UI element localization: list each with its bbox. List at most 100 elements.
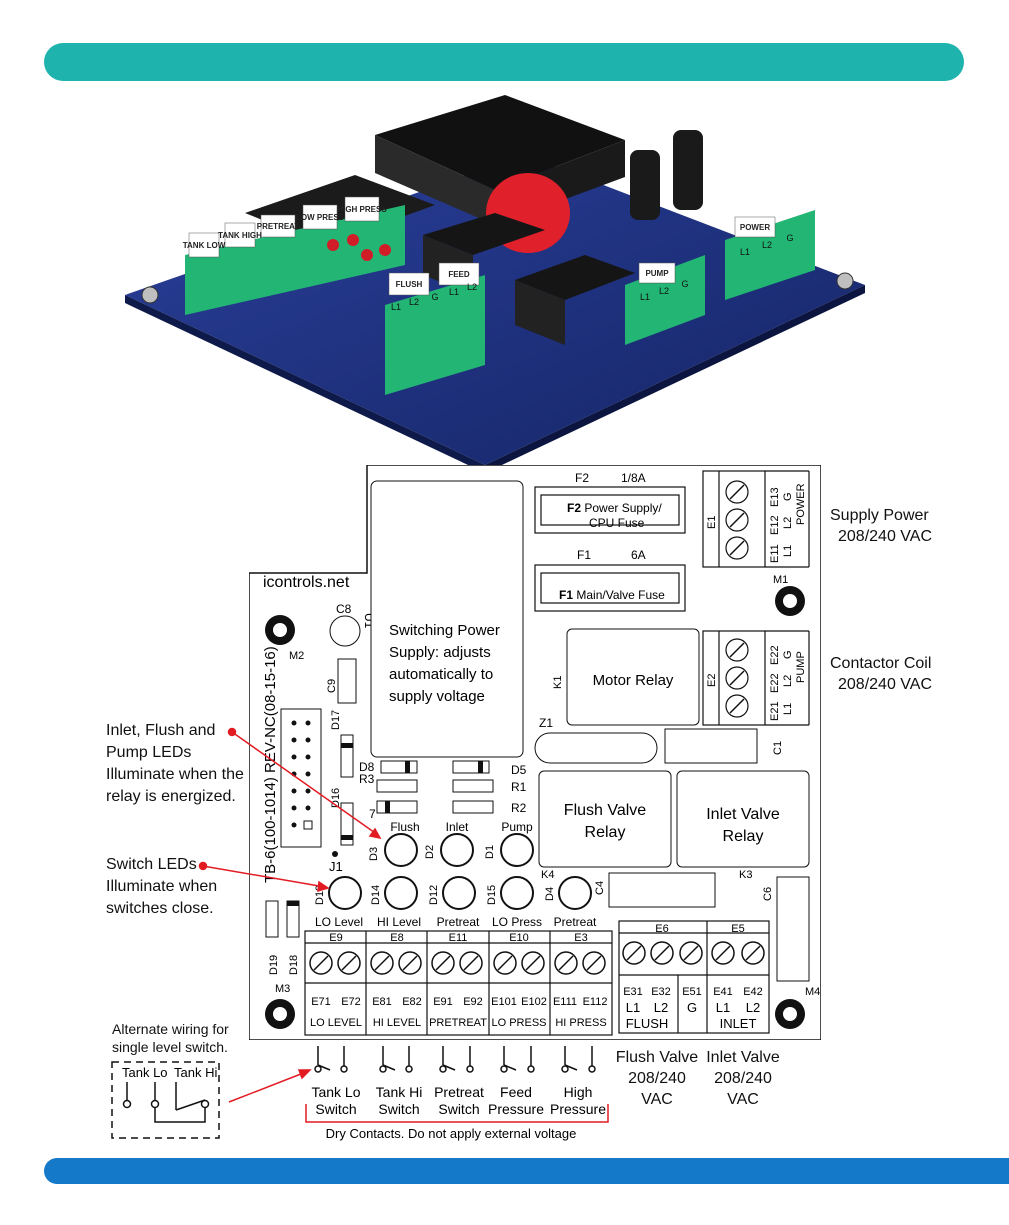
green-terminal-row <box>185 205 815 395</box>
led-ref: D2 <box>424 845 436 859</box>
note-line: Illuminate when <box>106 878 218 895</box>
led-pretreat-d4 <box>558 876 592 910</box>
relay-b <box>515 255 635 300</box>
fuse-line2: CPU Fuse <box>589 516 645 530</box>
alt-label: Tank Lo <box>122 1065 168 1080</box>
fuse-f1 <box>534 564 686 612</box>
relay-a <box>423 213 545 255</box>
callout-arrow-switch <box>198 861 330 893</box>
photo-pin-label: G <box>431 292 438 302</box>
j1-label: J1 <box>329 859 343 874</box>
led-flush <box>384 833 418 867</box>
led-label: LO Level <box>315 915 363 929</box>
led-ref: D3 <box>368 847 380 861</box>
terminal-ref: E3 <box>574 932 587 944</box>
c6-component <box>776 876 810 982</box>
note-line: 208/240 <box>628 1070 686 1087</box>
fuse-name: Power Supply/ <box>584 501 662 515</box>
switch-label: Feed <box>500 1084 532 1100</box>
terminal-ref: E1 <box>706 516 718 529</box>
switch-label: Pretreat <box>434 1084 484 1100</box>
switch-label: Tank Hi <box>376 1084 423 1100</box>
fuse-name: Main/Valve Fuse <box>576 588 665 602</box>
note-line: Contactor Coil <box>830 655 932 672</box>
terminal-ref: E10 <box>509 932 529 944</box>
photo-pin-label: G <box>786 233 793 243</box>
photo-pin-label: L2 <box>659 286 669 296</box>
c9-component <box>337 658 357 704</box>
mount-label: M2 <box>289 650 304 662</box>
terminal-pin: E111 <box>553 996 577 1008</box>
terminal-name: POWER <box>795 483 807 525</box>
photo-terminal-label: TANK LOW <box>183 241 226 250</box>
switch-label: Switch <box>315 1101 356 1117</box>
led-ref: D15 <box>486 885 498 905</box>
terminal-pin: E31 <box>623 986 643 998</box>
psu-text-line: Supply: adjusts <box>389 644 491 661</box>
terminal-pin: L2 <box>746 1000 760 1015</box>
diode-label: D5 <box>511 763 527 777</box>
diode-d19 <box>265 900 279 938</box>
power-supply-module <box>375 95 625 190</box>
photo-pin-label: L1 <box>391 302 401 312</box>
photo-pin-label: L1 <box>640 292 650 302</box>
dry-contacts-warning: Dry Contacts. Do not apply external volt… <box>326 1126 577 1141</box>
led-pump <box>500 833 534 867</box>
mounting-hole <box>775 999 805 1029</box>
ribbon-header-j1 <box>280 708 322 848</box>
note-line: Flush Valve <box>615 1049 699 1066</box>
switch-label: Tank Lo <box>311 1084 360 1100</box>
led-label: Pump <box>501 820 533 834</box>
photo-terminal-label: PRETREAT <box>257 222 300 231</box>
switch-label: Pressure <box>488 1101 544 1117</box>
terminal-pin: E72 <box>341 996 361 1008</box>
note-line: Inlet, Flush and <box>106 722 216 739</box>
psu-text-line: supply voltage <box>389 688 485 705</box>
resistor-r1 <box>452 779 494 793</box>
led-label: HI Level <box>377 915 421 929</box>
terminal-pin: E22 <box>769 673 781 693</box>
callout-arrow-alt-wiring <box>228 1069 312 1103</box>
photo-pin-label: L2 <box>409 297 419 307</box>
rev-label: TB-6(100-1014) REV-NC(08-15-16) <box>262 646 279 883</box>
alternate-wiring-box <box>111 1061 220 1139</box>
terminal-name: PUMP <box>795 651 807 683</box>
note-line: VAC <box>641 1091 673 1108</box>
terminal-pin: E51 <box>682 986 702 998</box>
note-line: 208/240 VAC <box>838 528 932 545</box>
mount-label: M1 <box>773 574 788 586</box>
relay-ref: K4 <box>541 869 554 881</box>
mounting-hole <box>265 615 295 645</box>
flush-valve-relay-k4 <box>538 770 672 868</box>
note-line: Inlet Valve <box>706 1049 780 1066</box>
valve-terminal-strip <box>618 920 770 1034</box>
motor-relay-k1 <box>566 628 700 726</box>
led-ref: D4 <box>544 887 556 901</box>
diode-label: 7 <box>369 807 376 821</box>
c6-label: C6 <box>762 887 774 901</box>
top-banner <box>44 43 964 81</box>
c9-label: C9 <box>326 679 338 693</box>
c4-component <box>608 872 716 908</box>
relay-label: Flush Valve <box>564 802 647 819</box>
led-ref: D1 <box>484 845 496 859</box>
photo-terminal-label: LOW PRESS <box>296 213 345 222</box>
note-line: Illuminate when the <box>106 766 244 783</box>
terminal-ref: E8 <box>390 932 403 944</box>
terminal-pin: L1 <box>716 1000 730 1015</box>
c1-label: C1 <box>772 741 784 755</box>
relay-label: Inlet Valve <box>706 806 780 823</box>
note-line: switches close. <box>106 900 214 917</box>
terminal-pin: L2 <box>654 1000 668 1015</box>
fuse-ref: F2 <box>575 471 589 485</box>
diode-7 <box>376 800 418 814</box>
terminal-name: HI PRESS <box>555 1017 606 1029</box>
terminal-name: INLET <box>720 1016 757 1031</box>
svg-text:F2 Power Supply/: F2 Power Supply/ <box>567 501 662 515</box>
header-pins <box>291 720 313 830</box>
inlet-valve-relay-k3 <box>676 770 810 868</box>
note-line: 208/240 VAC <box>838 676 932 693</box>
psu-text-line: automatically to <box>389 666 493 683</box>
led-pretreat <box>442 876 476 910</box>
